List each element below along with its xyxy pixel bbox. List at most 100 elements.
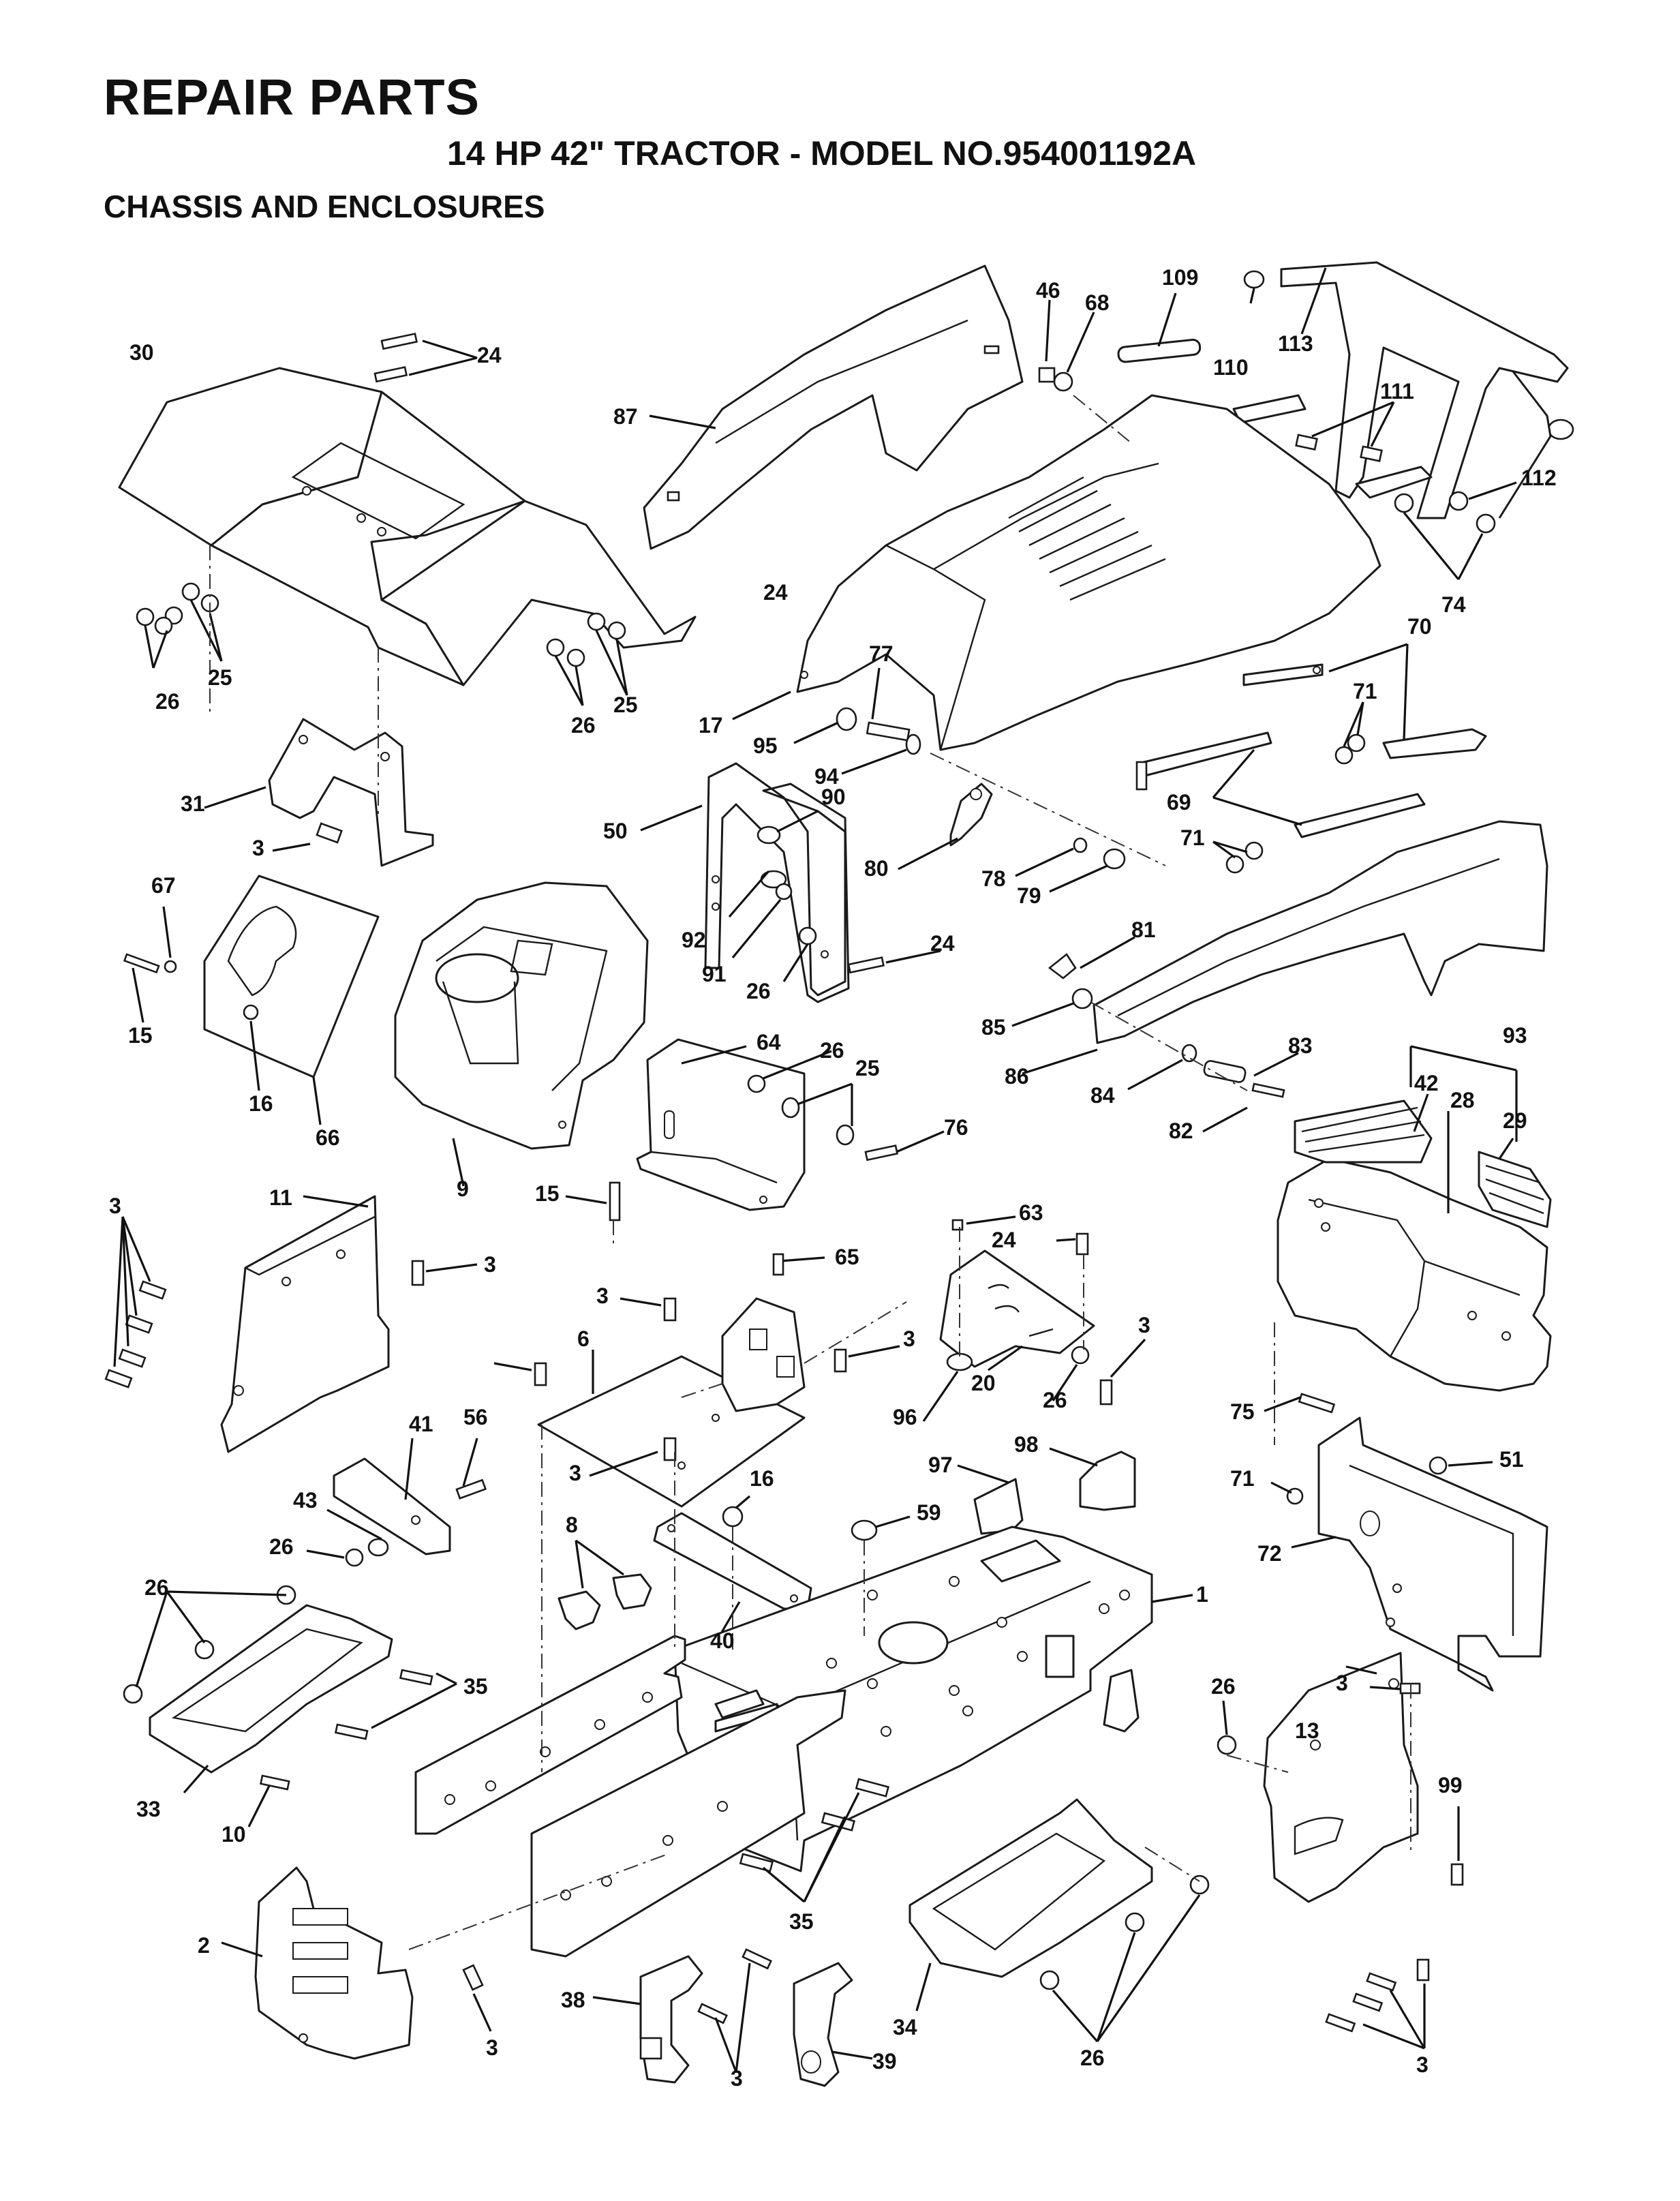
callout-79: 79 — [1017, 883, 1041, 908]
callout-26: 26 — [1080, 2046, 1105, 2070]
hardware-81-85 — [1011, 936, 1135, 1075]
part-hood-17 — [796, 394, 1381, 751]
callout-81: 81 — [1131, 917, 1156, 942]
callout-24: 24 — [763, 580, 788, 605]
callout-3: 3 — [252, 836, 264, 860]
callout-86: 86 — [1005, 1064, 1029, 1089]
callout-94: 94 — [814, 764, 839, 789]
callout-11: 11 — [269, 1185, 292, 1210]
part-side-panel-13 — [1263, 1652, 1419, 1903]
callout-15: 15 — [535, 1181, 560, 1206]
hardware-90-91-92 — [728, 810, 819, 959]
callout-15: 15 — [128, 1023, 153, 1048]
callout-69: 69 — [1167, 790, 1191, 815]
part-bracket-109 — [1117, 292, 1202, 363]
part-shield-66 — [203, 875, 380, 1078]
callout-26: 26 — [269, 1534, 294, 1559]
callout-6: 6 — [577, 1326, 590, 1351]
callout-82: 82 — [1169, 1119, 1193, 1143]
part-hood-bracket-69 — [1135, 731, 1426, 874]
callout-91: 91 — [702, 962, 727, 986]
callout-29: 29 — [1503, 1108, 1527, 1133]
callout-3: 3 — [1416, 2052, 1429, 2077]
part-seat-bracket-64 — [636, 1038, 806, 1211]
callout-31: 31 — [181, 791, 205, 816]
part-rear-fender-30 — [118, 367, 697, 686]
callout-26: 26 — [571, 713, 596, 738]
page-title: REPAIR PARTS — [104, 69, 480, 125]
part-hood-bracket-70 — [1242, 643, 1487, 765]
part-plate-41 — [333, 1438, 451, 1555]
callout-8: 8 — [566, 1513, 578, 1537]
callout-26: 26 — [155, 689, 180, 714]
part-plate-20 — [939, 1249, 1095, 1371]
screw-3-bottom-left — [462, 1964, 492, 2032]
callout-26: 26 — [1211, 1674, 1236, 1699]
callout-74: 74 — [1441, 592, 1466, 617]
hardware-25-26-right — [546, 612, 628, 706]
callout-85: 85 — [981, 1015, 1006, 1039]
part-clips-8 — [558, 1539, 652, 1630]
callout-92: 92 — [682, 928, 706, 952]
section-heading: CHASSIS AND ENCLOSURES — [104, 189, 545, 224]
callout-111: 111 — [1380, 379, 1414, 404]
hardware-112-74 — [1394, 481, 1517, 581]
assembly-lines — [209, 395, 1411, 1950]
callout-51: 51 — [1499, 1447, 1524, 1472]
hardware-26-35-left-footrest — [123, 1585, 457, 1827]
hardware-43-56-26 — [306, 1438, 487, 1567]
model-subtitle: 14 HP 42" TRACTOR - MODEL NO.954001192A — [447, 134, 1197, 172]
callout-3: 3 — [486, 2035, 498, 2060]
callout-25: 25 — [855, 1056, 880, 1080]
screw-3b — [411, 1260, 478, 1286]
callout-3: 3 — [731, 2066, 743, 2091]
callout-30: 30 — [129, 340, 154, 365]
part-side-plate-2 — [221, 1866, 414, 2060]
callout-70: 70 — [1407, 614, 1432, 639]
screw-3a — [272, 822, 343, 852]
callout-87: 87 — [613, 404, 638, 429]
callout-71: 71 — [1180, 825, 1205, 850]
callout-25: 25 — [613, 693, 638, 717]
part-bracket-72 — [1291, 1416, 1548, 1692]
screws-3-left-group — [104, 1216, 167, 1388]
hardware-64-set — [747, 1050, 945, 1162]
part-bracket-39 — [793, 1962, 873, 2087]
callout-3: 3 — [1138, 1313, 1150, 1337]
part-latch-80 — [898, 783, 1126, 893]
callout-17: 17 — [699, 713, 723, 738]
hardware-25-26-left — [136, 582, 223, 669]
part-plate-111 — [1232, 394, 1433, 499]
callout-3: 3 — [1336, 1671, 1348, 1695]
callout-78: 78 — [981, 866, 1006, 891]
hood-vents — [1008, 476, 1166, 601]
part-front-bumper-113 — [1243, 261, 1574, 519]
callout-10: 10 — [222, 1822, 246, 1847]
screw-15-center — [565, 1181, 621, 1221]
hardware-15-16-67 — [123, 906, 322, 1125]
callout-83: 83 — [1288, 1033, 1313, 1058]
callout-26: 26 — [144, 1575, 169, 1600]
callout-28: 28 — [1450, 1088, 1475, 1112]
hardware-24-26-tower — [782, 926, 941, 982]
hardware-46-68 — [1038, 299, 1095, 392]
callout-56: 56 — [463, 1405, 488, 1429]
hardware-26-right-footrest — [1039, 1874, 1210, 2043]
part-bracket-97 — [957, 1464, 1024, 1535]
part-frame-rail-right — [530, 1689, 846, 1958]
part-grille-frame-86 — [1093, 820, 1548, 1044]
hardware-82-83-84 — [1127, 1044, 1299, 1133]
part-bracket-98 — [1049, 1447, 1136, 1511]
callout-113: 113 — [1278, 331, 1313, 356]
part-bracket-38 — [592, 1955, 703, 2084]
callout-99: 99 — [1438, 1773, 1463, 1797]
callout-35: 35 — [789, 1909, 814, 1934]
callout-110: 110 — [1213, 355, 1249, 380]
callout-96: 96 — [893, 1405, 917, 1429]
screw-3-cluster-center — [493, 1297, 900, 1477]
callout-59: 59 — [917, 1500, 941, 1525]
callout-77: 77 — [869, 641, 894, 666]
callout-24: 24 — [992, 1228, 1016, 1252]
callout-71: 71 — [1353, 679, 1377, 703]
